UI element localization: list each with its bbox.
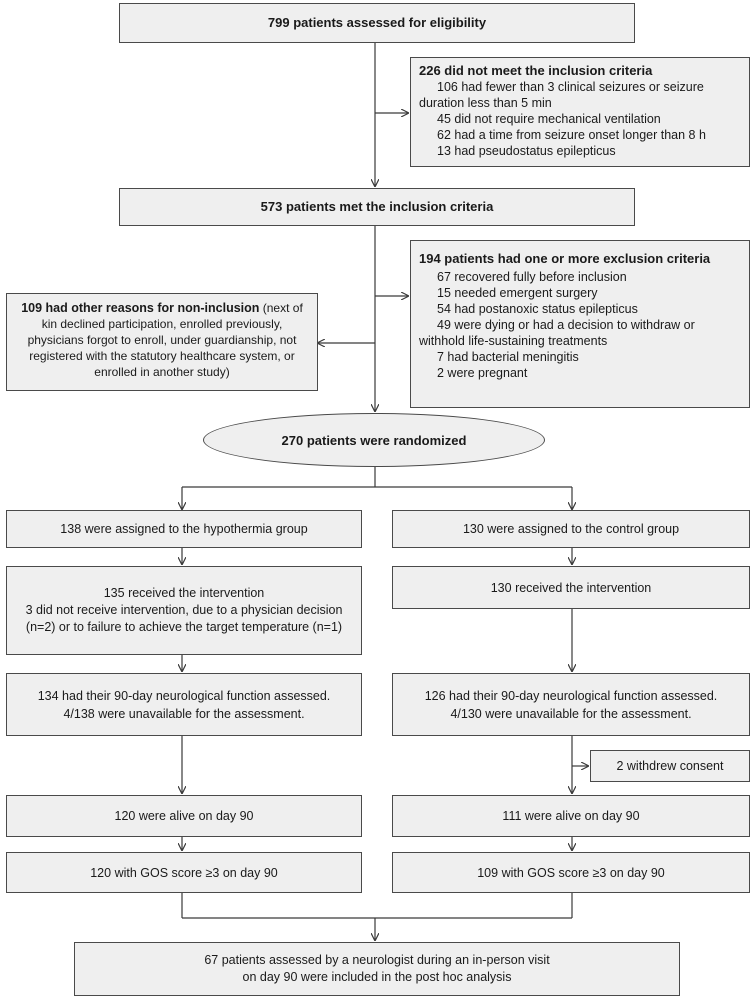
hypothermia-unavailable-text: 4/138 were unavailable for the assessmen… [63, 706, 305, 721]
exclusion-item: 54 had postanoxic status epilepticus [437, 302, 638, 316]
other-reasons-box: 109 had other reasons for non-inclusion … [6, 293, 318, 391]
final-text-line1: 67 patients assessed by a neurologist du… [204, 953, 550, 967]
hypothermia-gos-box: 120 with GOS score ≥3 on day 90 [6, 852, 362, 893]
hypothermia-assigned-text: 138 were assigned to the hypothermia gro… [60, 522, 308, 536]
hypothermia-assigned-box: 138 were assigned to the hypothermia gro… [6, 510, 362, 548]
hypothermia-not-received-text: 3 did not receive intervention, due to a… [25, 603, 343, 634]
hypothermia-assessed-text: 134 had their 90-day neurological functi… [37, 688, 331, 703]
control-received-box: 130 received the intervention [392, 566, 750, 609]
exclusion-item: 49 were dying or had a decision to withd… [419, 318, 695, 348]
hypothermia-received-box: 135 received the intervention 3 did not … [6, 566, 362, 655]
control-alive-text: 111 were alive on day 90 [502, 809, 640, 823]
hypothermia-gos-text: 120 with GOS score ≥3 on day 90 [90, 865, 278, 880]
exclusion-box: 194 patients had one or more exclusion c… [410, 240, 750, 408]
assessed-text: 799 patients assessed for eligibility [267, 15, 487, 30]
not-met-box: 226 did not meet the inclusion criteria … [410, 57, 750, 167]
not-met-item: 62 had a time from seizure onset longer … [437, 128, 706, 142]
met-text: 573 patients met the inclusion criteria [260, 199, 494, 214]
not-met-title: 226 did not meet the inclusion criteria [419, 63, 653, 78]
exclusion-item: 7 had bacterial meningitis [437, 350, 579, 364]
met-box: 573 patients met the inclusion criteria [119, 188, 635, 226]
hypothermia-alive-box: 120 were alive on day 90 [6, 795, 362, 837]
other-reasons-title: 109 had other reasons for non-inclusion [21, 301, 260, 315]
assessed-box: 799 patients assessed for eligibility [119, 3, 635, 43]
randomized-oval: 270 patients were randomized [203, 413, 545, 467]
control-alive-box: 111 were alive on day 90 [392, 795, 750, 837]
other-reasons-text: (next of kin declined participation, enr… [27, 301, 303, 379]
control-unavailable-text: 4/130 were unavailable for the assessmen… [450, 706, 692, 721]
control-received-text: 130 received the intervention [490, 580, 652, 595]
not-met-item: 106 had fewer than 3 clinical seizures o… [419, 80, 704, 110]
control-assessed-text: 126 had their 90-day neurological functi… [424, 688, 718, 703]
control-assigned-box: 130 were assigned to the control group [392, 510, 750, 548]
final-box: 67 patients assessed by a neurologist du… [74, 942, 680, 996]
exclusion-item: 67 recovered fully before inclusion [437, 270, 627, 284]
final-text-line2: on day 90 were included in the post hoc … [242, 970, 512, 984]
not-met-item: 13 had pseudostatus epilepticus [437, 144, 616, 158]
control-gos-box: 109 with GOS score ≥3 on day 90 [392, 852, 750, 893]
control-gos-text: 109 with GOS score ≥3 on day 90 [477, 865, 665, 880]
hypothermia-received-text: 135 received the intervention [103, 586, 265, 600]
randomized-text: 270 patients were randomized [281, 432, 467, 448]
exclusion-item: 2 were pregnant [437, 366, 528, 380]
withdrew-box: 2 withdrew consent [590, 750, 750, 782]
hypothermia-assessed-box: 134 had their 90-day neurological functi… [6, 673, 362, 736]
control-assessed-box: 126 had their 90-day neurological functi… [392, 673, 750, 736]
exclusion-title: 194 patients had one or more exclusion c… [419, 251, 711, 266]
hypothermia-alive-text: 120 were alive on day 90 [114, 809, 254, 823]
not-met-item: 45 did not require mechanical ventilatio… [437, 112, 661, 126]
exclusion-item: 15 needed emergent surgery [437, 286, 598, 300]
withdrew-text: 2 withdrew consent [616, 759, 724, 773]
control-assigned-text: 130 were assigned to the control group [462, 522, 680, 536]
